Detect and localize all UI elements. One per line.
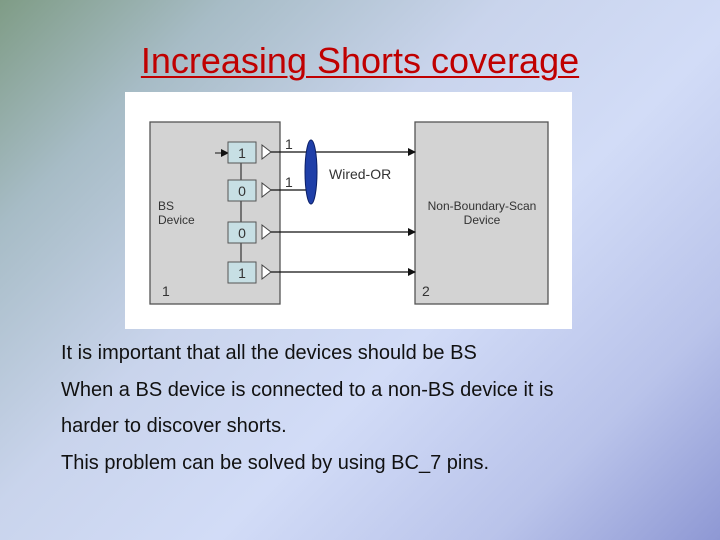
bs-cell-2-value: 0: [238, 183, 246, 199]
slide-body: It is important that all the devices sho…: [61, 335, 701, 481]
driver-2: [261, 181, 272, 199]
bs-cell-4: [227, 261, 257, 284]
body-line-3: harder to discover shorts.: [61, 415, 287, 437]
bs-cell-1-value: 1: [238, 145, 246, 161]
wired-or-label: Wired-OR: [329, 166, 391, 182]
non-bs-device-label-line2: Device: [464, 213, 501, 227]
driver-1: [261, 143, 272, 161]
bs-device-label-line2: Device: [158, 213, 195, 227]
driver-3: [261, 223, 272, 241]
driver-4: [261, 263, 272, 281]
non-bs-device-box: [414, 121, 549, 305]
body-line-1: It is important that all the devices sho…: [61, 342, 477, 364]
bs-cell-2: [227, 179, 257, 202]
body-line-2: When a BS device is connected to a non-B…: [61, 378, 554, 401]
non-bs-device-label-line1: Non-Boundary-Scan: [428, 199, 537, 213]
diagram-svg: 1 0 0 1 1 1 Wired-OR BS Device 1 Non-Bou…: [149, 121, 549, 305]
wired-or-ellipse: [304, 139, 318, 205]
wired-or-diagram: 1 0 0 1 1 1 Wired-OR BS Device 1 Non-Bou…: [125, 92, 572, 329]
bs-device-box: [149, 121, 281, 305]
slide-title: Increasing Shorts coverage: [140, 40, 580, 81]
non-bs-device-number: 2: [422, 283, 430, 299]
bs-device-label-line1: BS: [158, 199, 174, 213]
bs-cell-1: [227, 141, 257, 164]
bs-cell-3-value: 0: [238, 225, 246, 241]
net-1-value-label: 1: [285, 136, 293, 152]
net-2-value-label: 1: [285, 174, 293, 190]
bs-device-number: 1: [162, 283, 170, 299]
body-line-4: This problem can be solved by using BC_7…: [61, 451, 490, 474]
bs-cell-3: [227, 221, 257, 244]
bs-cell-4-value: 1: [238, 265, 246, 281]
